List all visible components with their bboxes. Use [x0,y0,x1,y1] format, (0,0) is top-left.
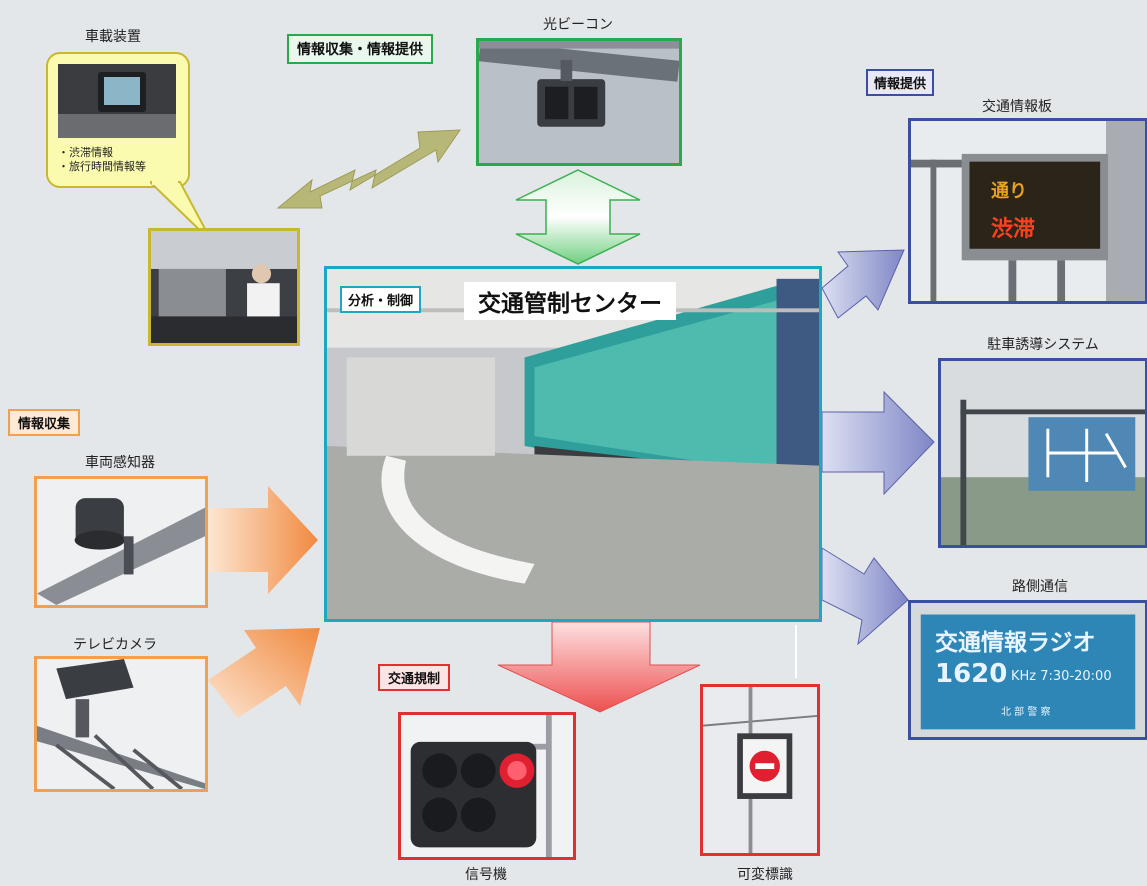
green-double-arrow [515,169,641,265]
driver-photo [148,228,300,346]
olive-zigzag-arrow [276,129,461,209]
roadside-photo: 交通情報ラジオ 1620 KHz 7:30-20:00 北 部 警 察 [908,600,1147,740]
variable-sign-label: 可変標識 [737,867,793,883]
vehicle-detector-label: 車両感知器 [85,455,155,471]
tag-collect: 情報収集 [8,409,81,436]
orange-arrow-camera [208,628,320,718]
variable-sign-photo [700,684,820,856]
board-text-line2: 渋滞 [991,217,1036,242]
vehicle-detector-photo [34,476,208,608]
bubble-line1: ・渋滞情報 [58,146,113,159]
tag-provide: 情報提供 [866,69,935,96]
center-title: 交通管制センター [464,282,676,320]
blue-arrow-parking [821,390,935,496]
radio-sign-line4: 北 部 警 察 [1001,707,1051,718]
board-text-line1: 通り [991,181,1027,202]
orange-arrow-detector [208,486,318,594]
navigation-unit-icon [58,64,176,138]
signal-label: 信号機 [465,867,507,883]
onboard-device-photo [58,64,176,138]
beacon-label: 光ビーコン [543,17,613,33]
bubble-line2: ・旅行時間情報等 [58,160,146,173]
info-board-photo: 通り 渋滞 [908,118,1147,304]
roadside-label: 路側通信 [1012,579,1068,595]
tag-collect-provide: 情報収集・情報提供 [287,34,433,64]
radio-sign-line1: 交通情報ラジオ [935,630,1096,656]
tv-camera-label: テレビカメラ [73,637,157,653]
onboard-label: 車載装置 [85,29,141,45]
beacon-photo [476,38,682,166]
radio-sign-line2: 1620 [935,659,1008,689]
tag-regulate: 交通規制 [378,664,451,691]
parking-label: 駐車誘導システム [987,337,1099,353]
control-center-photo [324,266,822,622]
bubble-tail [150,181,213,243]
radio-sign-line3: KHz 7:30-20:00 [1011,669,1112,684]
blue-arrow-roadside [821,547,909,646]
tag-analyze-control: 分析・制御 [340,286,422,313]
signal-photo [398,712,576,860]
info-board-label: 交通情報板 [982,99,1052,115]
parking-photo [938,358,1147,548]
red-arrow-regulate [497,621,701,713]
onboard-bubble: ・渋滞情報 ・旅行時間情報等 [46,52,190,188]
tv-camera-photo [34,656,208,792]
blue-arrow-board [821,249,905,319]
